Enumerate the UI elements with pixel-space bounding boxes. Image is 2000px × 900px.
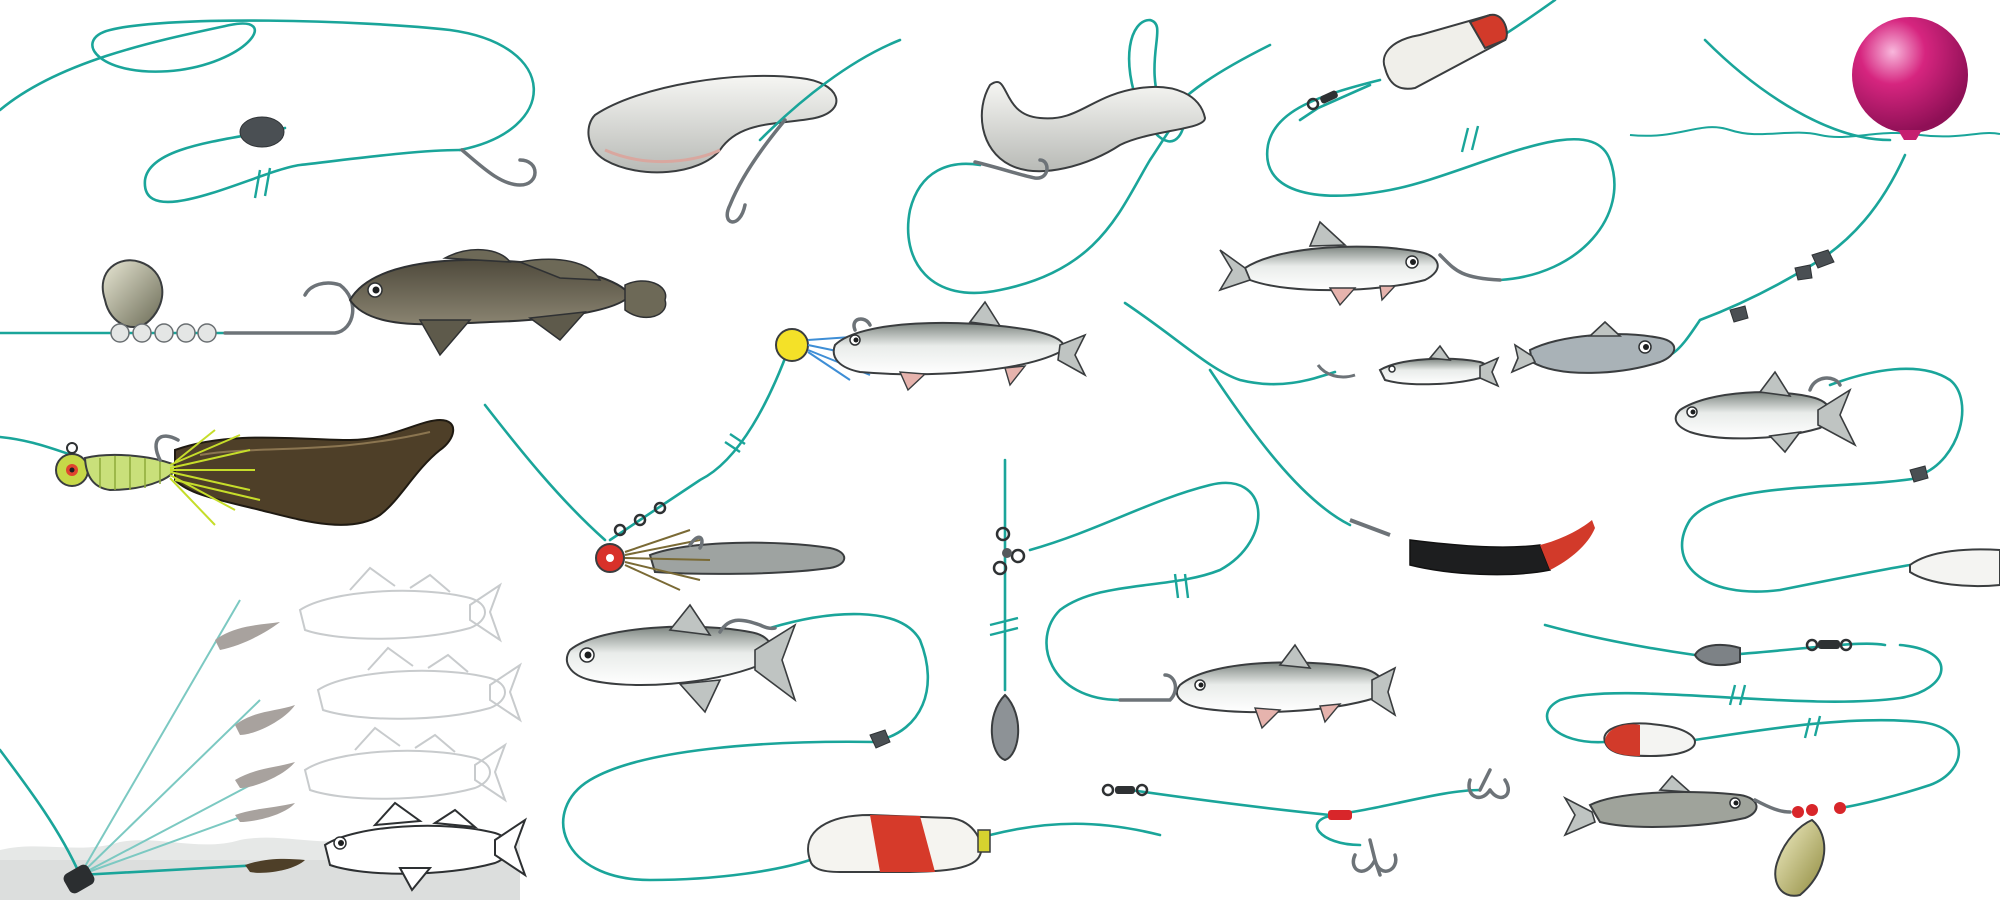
double-treble-rig (1101, 768, 1511, 877)
beads-icon (1792, 802, 1846, 818)
walleye-icon (298, 566, 503, 643)
bobber-baitfish-rig (562, 603, 1162, 882)
swivel-icon (1805, 638, 1853, 652)
float-icon (1603, 722, 1697, 758)
spinner-blade-icon (101, 259, 164, 329)
slip-float-icon (807, 813, 991, 873)
line-break-icon (989, 616, 1019, 637)
jig-icon (245, 858, 305, 873)
soft-plastic-icon (980, 81, 1207, 173)
minnow-icon (1175, 643, 1397, 730)
three-way-swivel-icon (992, 526, 1026, 576)
swivel-icon (613, 501, 667, 537)
line-break-icon (1728, 684, 1747, 706)
spinner-blade-icon (1774, 818, 1826, 897)
spinner-goby-rig (0, 248, 667, 357)
slip-sinker-hook-rig (0, 19, 537, 204)
jig-head-icon (775, 328, 809, 362)
line-break-icon (253, 167, 272, 199)
swivel-icon (1306, 90, 1338, 111)
slip-bobber-tail-rig (483, 403, 846, 591)
plastic-curly-tail-rig (587, 38, 902, 224)
plastic-tail-icon (174, 418, 455, 526)
walleye-icon (316, 646, 523, 723)
walleye-lift-sequence (0, 566, 528, 900)
bell-sinker-icon (990, 693, 1020, 762)
jig-minnow-rig (608, 300, 1087, 542)
beads-icon (110, 323, 217, 343)
baitfish-icon (1674, 370, 1857, 454)
planer-minnow-rig (1123, 301, 1595, 576)
soft-plastic-icon (587, 74, 838, 174)
minnow-icon (832, 300, 1087, 392)
jig-head-icon (55, 442, 89, 487)
bead-icon (1328, 810, 1352, 820)
bottom-bouncer-rig (1543, 623, 1961, 897)
jig-bucktail-rig (0, 418, 455, 526)
jig-icon (235, 803, 295, 822)
bucktail-icon (169, 429, 261, 526)
float-minnow-rig (1218, 0, 1616, 307)
jig-icon (235, 705, 295, 735)
balloon-icon (1852, 17, 1968, 133)
treble-hook-icon (1467, 768, 1511, 800)
line-break-icon (1460, 125, 1480, 153)
hook-icon (725, 118, 787, 224)
line-break-icon (1803, 715, 1822, 739)
bullet-weight-icon (1693, 643, 1741, 667)
split-shot-icon (1729, 305, 1749, 323)
split-shot-icon (1794, 264, 1813, 281)
split-shot-icon (869, 729, 891, 749)
walleye-icon (303, 726, 508, 803)
three-way-rig (989, 458, 1397, 762)
worm-harness-icon (1409, 520, 1595, 576)
hook-icon (973, 158, 1049, 180)
walleye-icon (323, 801, 528, 892)
minnow-icon (1378, 344, 1500, 388)
swivel-icon (1101, 783, 1149, 797)
treble-hook-icon (1351, 838, 1398, 877)
baitfish-icon (1510, 320, 1676, 374)
snap-icon (1316, 364, 1391, 537)
balloon-rig (1510, 17, 2000, 374)
line-break-icon (1173, 573, 1190, 599)
egg-sinker-icon (239, 116, 285, 148)
tube-icon (648, 541, 846, 575)
line-break-icon (724, 433, 746, 453)
twister-tail-rig (906, 18, 1272, 295)
jig-icon (215, 622, 280, 650)
hook-icon (460, 148, 537, 187)
slip-float-icon (1909, 548, 2000, 588)
split-shot-icon (1811, 249, 1835, 269)
goby-icon (348, 248, 667, 357)
baitfish-icon (565, 603, 797, 714)
cork-float-icon (1382, 13, 1508, 90)
minnow-icon (1562, 774, 1758, 837)
minnow-icon (1218, 220, 1502, 307)
baitfish-slip-rig (1674, 367, 2000, 593)
split-shot-icon (1909, 465, 1929, 483)
jig-icon (235, 762, 295, 788)
